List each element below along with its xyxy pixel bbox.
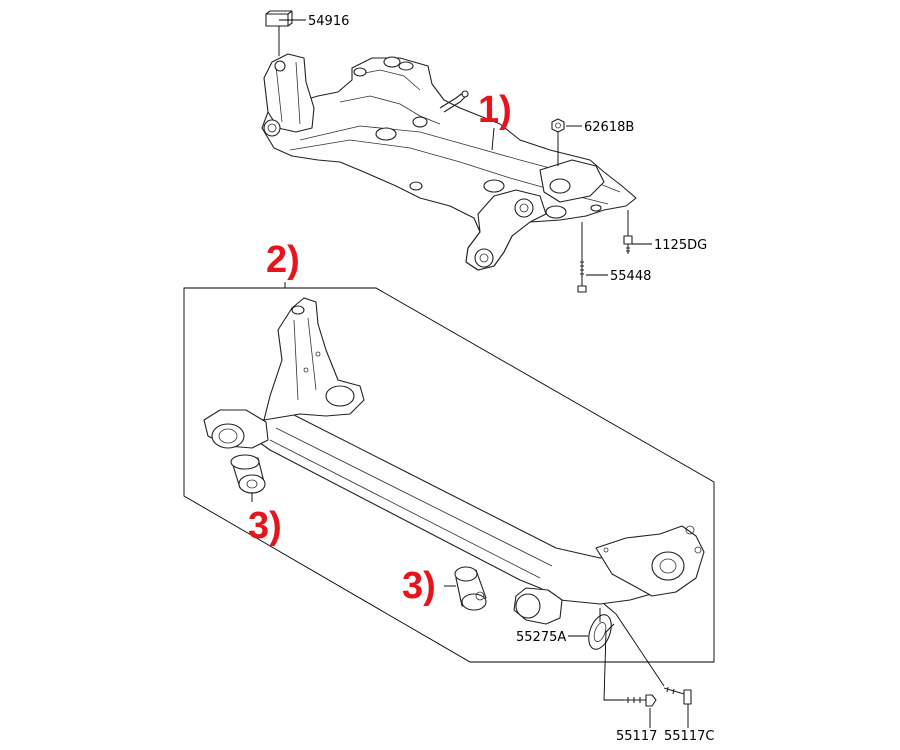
cap-part-icon [265,10,293,27]
part-label-55117: 55117 [616,729,657,744]
part-label-55117C: 55117C [664,729,714,744]
part-label-1125DG: 1125DG [654,238,707,253]
part-label-55275A: 55275A [516,630,566,645]
rear-axle-beam-drawing [203,297,705,625]
part-label-55448: 55448 [610,269,651,284]
part-number-labels: 54916 62618B 1125DG 55448 55275A 55117 5… [279,14,714,744]
callout-front-subframe: 1) [478,89,512,131]
callouts: 1) 2) 3) 3) [248,89,512,607]
front-subframe-drawing [261,10,652,293]
callout-right-rear-bushing: 3) [402,565,436,607]
callout-rear-axle-beam: 2) [266,239,300,281]
part-label-54916: 54916 [308,14,349,29]
small-bolt-part-icon [624,694,657,707]
bolt-part-icon [623,235,633,254]
part-label-62618B: 62618B [584,120,634,135]
nut-part-icon [551,118,565,133]
stud-bolt-part-icon [663,686,692,705]
left-bushing-drawing [230,454,266,502]
rear-axle-group-frame [183,287,715,663]
right-bushing-drawing [444,566,487,611]
long-bolt-part-icon [577,258,587,293]
callout-left-rear-bushing: 3) [248,505,282,547]
